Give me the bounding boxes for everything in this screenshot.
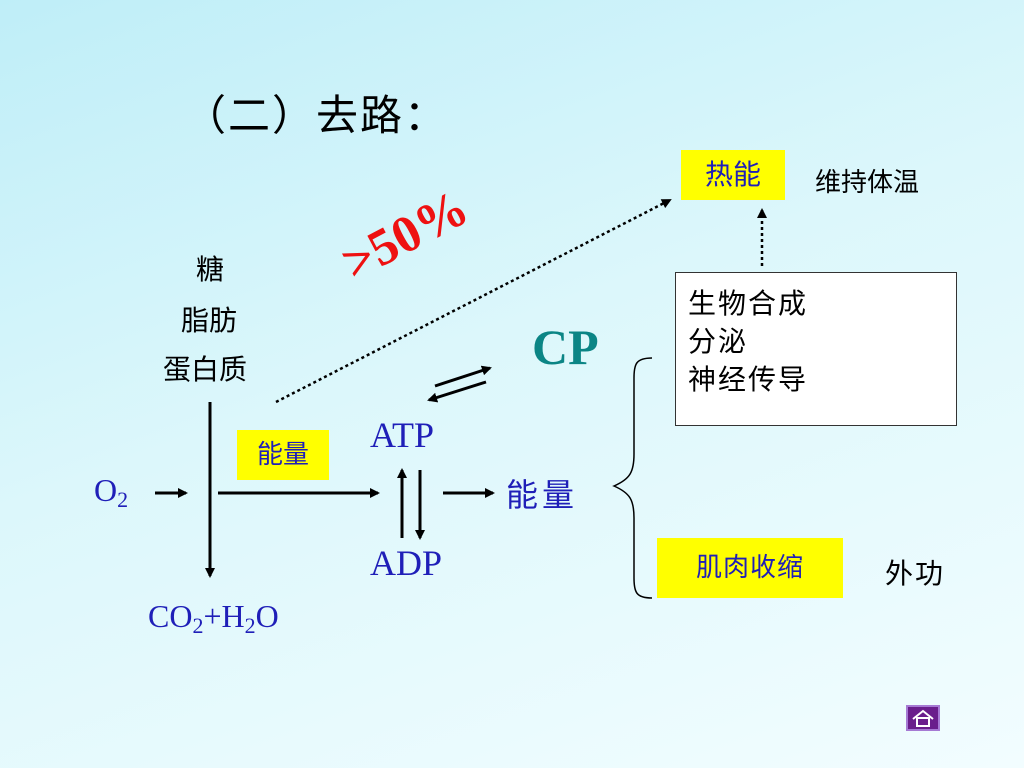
heat-dotted-arrow <box>275 198 672 404</box>
cp-label: CP <box>532 319 599 375</box>
use-biosynthesis: 生物合成 <box>688 287 809 320</box>
energy-highlight-left: 能量 <box>237 430 329 480</box>
oxygen-label: O2 <box>94 472 129 512</box>
home-icon <box>912 709 934 727</box>
energy-label-right: 能量 <box>506 476 579 514</box>
heat-energy-box: 热能 <box>681 150 785 200</box>
energy-uses-box: 生物合成 分泌 神经传导 <box>675 272 957 426</box>
external-work-label: 外功 <box>885 557 946 590</box>
use-secretion: 分泌 <box>688 325 749 358</box>
slide-title: （二）去路： <box>184 91 449 140</box>
products-label: CO2+H2O <box>148 598 279 638</box>
atp-to-cp-arrow <box>434 365 492 388</box>
maintain-body-temp-label: 维持体温 <box>815 168 920 198</box>
atp-label: ATP <box>370 415 435 455</box>
source-sugar: 糖 <box>195 253 224 286</box>
energy-brace <box>612 357 653 599</box>
source-fat: 脂肪 <box>180 304 237 337</box>
cp-to-atp-arrow <box>427 380 487 403</box>
home-button[interactable] <box>906 705 940 731</box>
use-nerve-conduction: 神经传导 <box>688 363 809 396</box>
adp-label: ADP <box>370 543 443 583</box>
source-protein: 蛋白质 <box>162 353 247 386</box>
muscle-contraction-box: 肌肉收缩 <box>657 538 843 598</box>
